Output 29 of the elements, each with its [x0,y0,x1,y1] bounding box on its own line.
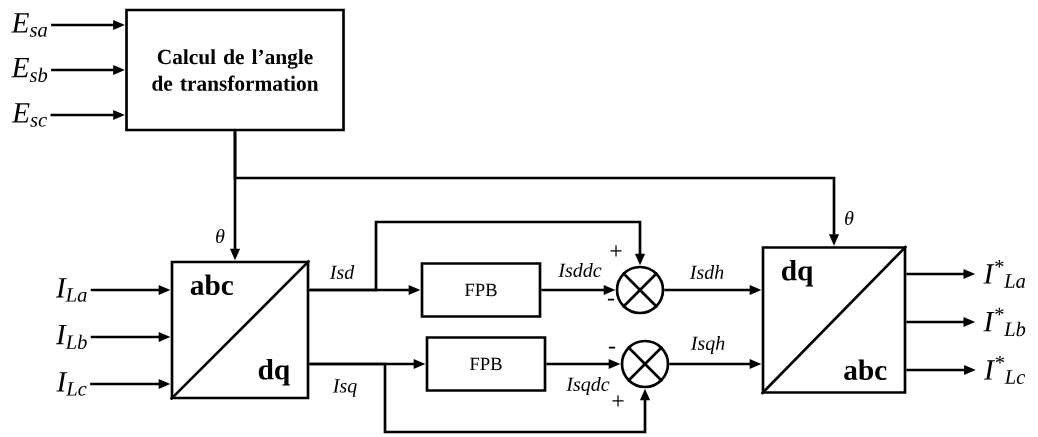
signal-label: I$_{Lc}$ [56,372,87,396]
edge-label: Isd [329,265,355,280]
transform-block: abc dq [169,259,311,401]
signal-label: I$^{*}$Lb [983,307,1026,337]
signal-label: I$_{Lb}$ [55,324,87,350]
edge-label: Isqh [690,335,725,355]
arrow [309,220,646,292]
sign-label: - [607,298,615,301]
signal-label: E$_{sa}$ [11,13,47,37]
summing-junction [620,339,670,389]
transform-block: dq abc [760,245,908,395]
signal-label: I$^{*}$La [983,260,1026,288]
edge-label: Isqdc [566,376,610,396]
filter-box: FPB [420,262,542,318]
sign-label: - [608,346,616,349]
process-box: Calcul de l’angle de transformation [125,8,345,132]
sign-label: + [610,245,622,257]
summing-junction [615,265,665,315]
signal-label: I$^{*}$Lc [983,356,1026,384]
edge-label: Isddc [558,263,602,278]
signal-label: E$_{sb}$ [11,57,48,83]
filter-box: FPB [425,336,547,392]
signal-label: I$_{La}$ [55,278,87,302]
signal-label: E$_{sc}$ [11,103,47,127]
edge-label: θ [216,228,225,244]
edge-label: Isq [332,379,357,397]
sign-label: + [612,395,624,407]
edge-label: θ [845,210,854,226]
edge-label: Isdh [689,265,724,280]
